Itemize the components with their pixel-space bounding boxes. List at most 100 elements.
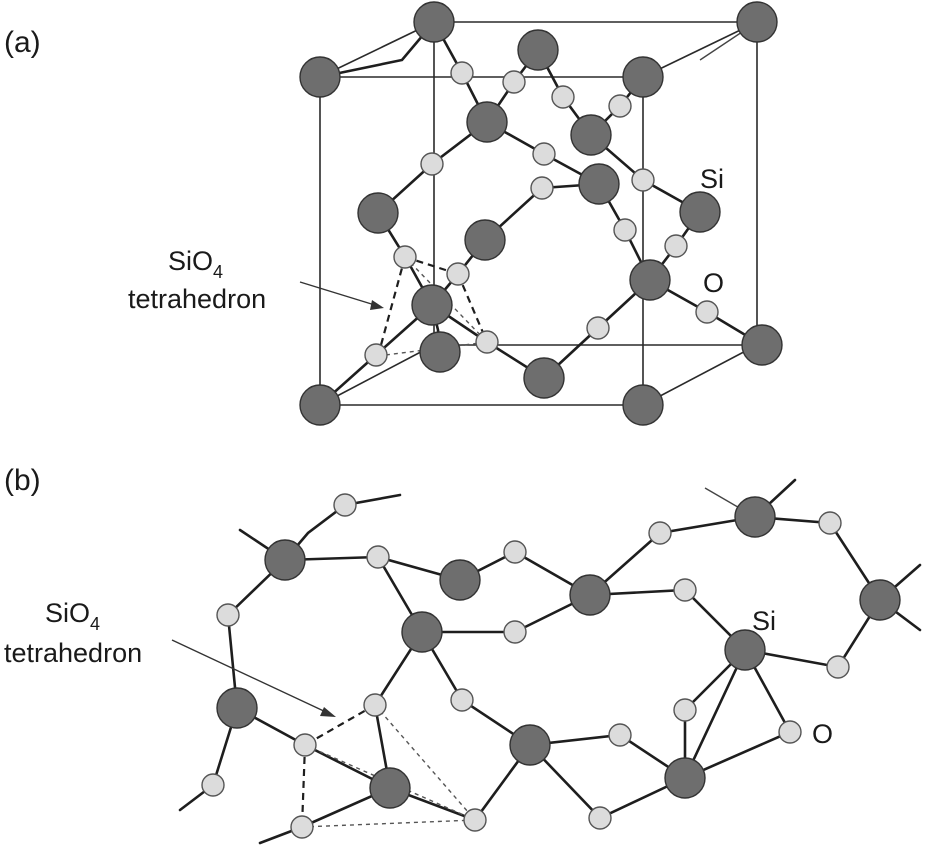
cube-edge — [642, 21, 758, 78]
o-atom — [608, 723, 632, 747]
o-atom — [503, 620, 527, 644]
o-atom — [818, 511, 842, 535]
si-atom — [509, 724, 551, 766]
o-atom — [293, 733, 317, 757]
o-atom — [364, 343, 388, 367]
si-atom — [464, 219, 506, 261]
svg-text:SiO4: SiO4 — [45, 598, 100, 634]
bond — [283, 515, 922, 602]
tetra-subscript: 4 — [90, 614, 100, 634]
o-atom — [648, 521, 672, 545]
si-atom — [299, 56, 341, 98]
o-atom — [664, 234, 688, 258]
tetra-word: tetrahedron — [4, 638, 142, 668]
o-atom — [586, 316, 610, 340]
si-atom — [357, 192, 399, 234]
panel-b-o-label: O — [812, 719, 833, 749]
tetra-edge — [304, 704, 376, 746]
si-atom — [724, 629, 766, 671]
o-atom — [695, 300, 719, 324]
o-atom — [673, 698, 697, 722]
tetra-subscript: 4 — [213, 262, 223, 282]
o-atom — [216, 603, 240, 627]
si-atom — [679, 191, 721, 233]
si-atom — [570, 114, 612, 156]
tetra-formula: SiO — [168, 246, 213, 276]
o-atom — [475, 330, 499, 354]
panel-a-label: (a) — [4, 26, 41, 59]
si-atom — [569, 574, 611, 616]
si-atom — [523, 357, 565, 399]
tetra-edge — [376, 256, 407, 357]
o-atom — [631, 168, 655, 192]
si-atom — [411, 284, 453, 326]
tetra-edge — [456, 273, 489, 343]
panel-b-label: (b) — [4, 464, 41, 497]
si-atom — [299, 384, 341, 426]
tetra-edge — [377, 341, 488, 357]
cube-edge — [319, 21, 435, 78]
tetra-formula: SiO — [45, 598, 90, 628]
o-atom — [530, 176, 554, 200]
tetra-edge — [301, 819, 476, 828]
bond — [528, 648, 792, 820]
panel-b-pointer-arrow — [171, 639, 329, 714]
panel-b-tetrahedron-outline — [300, 704, 476, 828]
o-atom — [532, 142, 556, 166]
panel-a-silicon-atoms — [299, 1, 783, 426]
o-atom — [673, 578, 697, 602]
si-atom — [401, 611, 443, 653]
o-atom — [450, 61, 474, 85]
o-atom — [366, 545, 390, 569]
panel-a-oxygen-atoms — [364, 61, 719, 367]
tetra-edge — [404, 255, 459, 276]
bond — [420, 630, 747, 780]
si-atom — [741, 324, 783, 366]
o-atom — [363, 693, 387, 717]
o-atom — [608, 94, 632, 118]
o-atom — [420, 152, 444, 176]
o-atom — [201, 773, 225, 797]
o-atom — [463, 808, 487, 832]
tetra-word: tetrahedron — [128, 284, 266, 314]
si-atom — [622, 56, 664, 98]
cube-edge — [319, 344, 435, 406]
si-atom — [264, 539, 306, 581]
si-atom — [419, 331, 461, 373]
o-atom — [503, 540, 527, 564]
bond — [235, 630, 424, 791]
arrowhead-icon — [320, 707, 336, 717]
cube-edge — [642, 344, 758, 406]
o-atom — [778, 720, 802, 744]
si-atom — [216, 687, 258, 729]
panel-a-pointer-arrow — [299, 281, 379, 307]
panel-a-tetrahedron-label: SiO4 tetrahedron — [128, 246, 266, 314]
svg-text:SiO4: SiO4 — [168, 246, 223, 282]
panel-a-o-label: O — [703, 268, 724, 298]
si-atom — [734, 496, 776, 538]
si-atom — [466, 101, 508, 143]
si-atom — [736, 1, 778, 43]
o-atom — [446, 262, 470, 286]
panel-b-amorphous: (b) — [4, 464, 922, 845]
tetra-edge — [300, 744, 307, 828]
panel-b-si-label: Si — [752, 606, 776, 636]
o-atom — [826, 655, 850, 679]
unit-cell-frame — [319, 21, 758, 406]
o-atom — [502, 70, 526, 94]
o-atom — [393, 245, 417, 269]
si-atom — [664, 757, 706, 799]
o-atom — [450, 688, 474, 712]
o-atom — [290, 815, 314, 839]
o-atom — [333, 493, 357, 517]
panel-b-bonds — [178, 478, 922, 845]
panel-b-silicon-atoms — [216, 496, 901, 809]
panel-b-tetrahedron-label: SiO4 tetrahedron — [4, 598, 142, 668]
o-atom — [613, 218, 637, 242]
si-atom — [369, 767, 411, 809]
o-atom — [588, 806, 612, 830]
tetra-edge — [374, 704, 476, 821]
panel-a-crystalline: (a) — [4, 1, 783, 426]
si-atom — [578, 163, 620, 205]
